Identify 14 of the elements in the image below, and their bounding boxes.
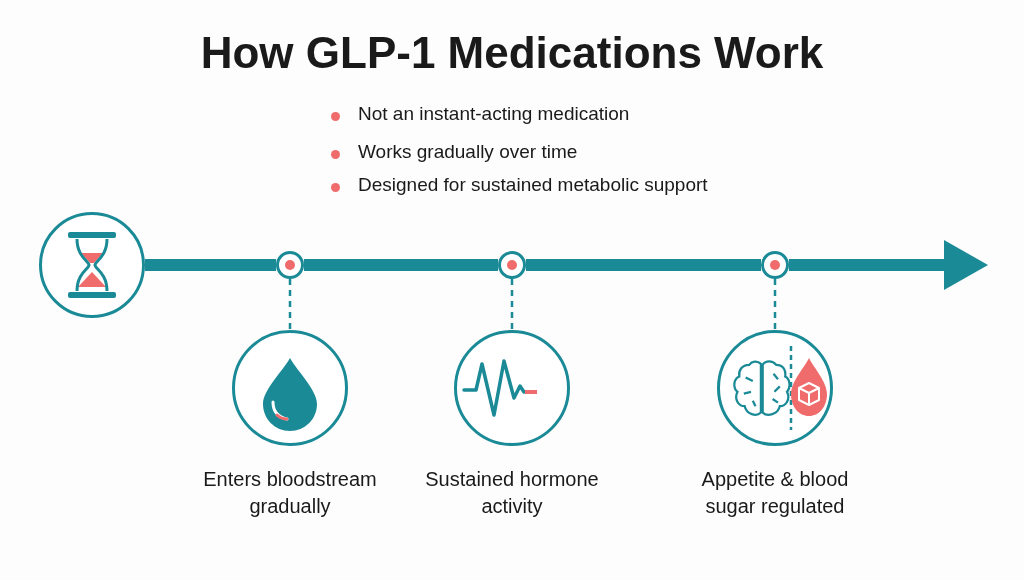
dashed-connector [510, 279, 514, 330]
timeline-segment [145, 259, 276, 271]
dashed-connector [773, 279, 777, 330]
timeline-arrow [789, 240, 988, 290]
step-caption: Appetite & blood sugar regulated [700, 467, 850, 519]
dashed-connector [288, 279, 292, 330]
bullet-text: Works gradually over time [358, 141, 578, 163]
bullet-text: Designed for sustained metabolic support [358, 174, 708, 196]
title: How GLP-1 Medications Work [199, 28, 825, 78]
timeline-segment [526, 259, 761, 271]
step-caption: Enters bloodstream gradually [202, 467, 378, 519]
step-caption: Sustained hormone activity [424, 467, 600, 519]
timeline-segment [304, 259, 498, 271]
bullet-text: Not an instant-acting medication [358, 103, 630, 125]
